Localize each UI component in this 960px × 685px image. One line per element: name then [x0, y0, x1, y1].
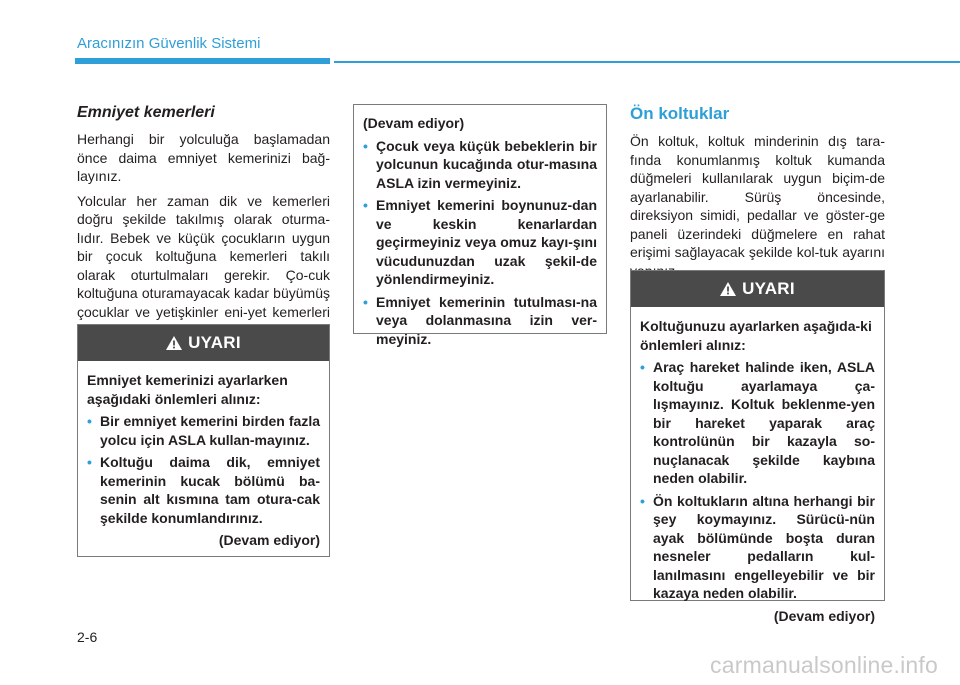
seatbelts-paragraph-2: Yolcular her zaman dik ve kemerleri doğr…: [77, 192, 330, 339]
bullet-dot: •: [363, 293, 368, 310]
bullet-dot: •: [87, 413, 92, 429]
seatbelts-heading: Emniyet kemerleri: [77, 104, 215, 121]
bullet-dot: •: [363, 197, 368, 213]
warning-bullet: • Ön koltukların altına herhangi bir şey…: [640, 492, 875, 603]
warning-title: UYARI: [188, 333, 241, 352]
header-accent-bar: [75, 58, 330, 64]
warning-bullet: • Emniyet kemerinin tutulması-na veya do…: [363, 293, 597, 349]
front-seats-paragraph: Ön koltuk, koltuk minderinin dış tara-fı…: [630, 133, 885, 279]
warning-bullet-text: Koltuğu daima dik, emniyet kemerinin kuc…: [100, 454, 320, 526]
continued-header-label: (Devam ediyor): [363, 115, 465, 131]
front-seats-heading: Ön koltuklar: [630, 104, 730, 123]
warning-title: UYARI: [742, 279, 795, 298]
seatbelt-warning-continued-box: (Devam ediyor) • Çocuk veya küçük bebekl…: [353, 104, 607, 347]
warning-body: (Devam ediyor) • Çocuk veya küçük bebekl…: [354, 105, 606, 360]
warning-triangle-icon: [166, 336, 183, 350]
warning-bullet: • Çocuk veya küçük bebeklerin bir yolcun…: [363, 137, 597, 193]
bullet-dot: •: [640, 492, 645, 509]
warning-header: UYARI: [78, 325, 329, 361]
warning-lead-text: Emniyet kemerinizi ayarlarken aşağıdaki …: [87, 372, 288, 407]
warning-bullet: • Koltuğu daima dik, emniyet kemerinin k…: [87, 453, 320, 527]
warning-body: Emniyet kemerinizi ayarlarken aşağıdaki …: [78, 361, 329, 558]
warning-header: UYARI: [631, 271, 884, 307]
warning-bullet: • Bir emniyet kemerini birden fazla yolc…: [87, 412, 320, 449]
warning-triangle-icon: [720, 282, 737, 296]
warning-body: Koltuğunuzu ayarlarken aşağıda-ki önleml…: [631, 307, 884, 633]
header-rule-line: [334, 61, 960, 63]
page-number: 2-6: [77, 629, 98, 645]
warning-bullet-text: Ön koltukların altına herhangi bir şey k…: [653, 492, 875, 602]
warning-bullet-text: Araç hareket halinde iken, ASLA koltuğu …: [653, 359, 875, 486]
warning-bullet: • Emniyet kemerini boynunuz-dan ve keski…: [363, 196, 597, 289]
front-seat-warning-box: UYARI Koltuğunuzu ayarlarken aşağıda-ki …: [630, 270, 885, 624]
warning-bullet-text: Emniyet kemerinin tutulması-na veya dola…: [376, 293, 597, 347]
warning-lead-text: Koltuğunuzu ayarlarken aşağıda-ki önleml…: [640, 318, 872, 353]
seatbelts-column: Emniyet kemerleri Herhangi bir yolculuğa…: [77, 104, 330, 346]
bullet-dot: •: [87, 454, 92, 470]
warning-bullet-text: Emniyet kemerini boynunuz-dan ve keskin …: [376, 197, 597, 287]
warning-bullet-text: Bir emniyet kemerini birden fazla yolcu …: [100, 413, 320, 448]
continued-label: (Devam ediyor): [773, 607, 875, 624]
warning-bullet: • Araç hareket halinde iken, ASLA koltuğ…: [640, 358, 875, 488]
warning-bullet-text: Çocuk veya küçük bebeklerin bir yolcunun…: [376, 137, 597, 191]
front-seats-column: Ön koltuklar Ön koltuk, koltuk minderini…: [630, 104, 885, 286]
section-header-title: Aracınızın Güvenlik Sistemi: [77, 35, 261, 52]
continued-label: (Devam ediyor): [218, 532, 320, 548]
bullet-dot: •: [363, 137, 368, 154]
watermark-text: carmanualsonline.info: [710, 652, 938, 678]
bullet-dot: •: [640, 359, 645, 375]
seatbelts-paragraph-1: Herhangi bir yolculuğa başlamadan önce d…: [77, 131, 330, 184]
seatbelt-warning-box: UYARI Emniyet kemerinizi ayarlarken aşağ…: [77, 324, 330, 557]
